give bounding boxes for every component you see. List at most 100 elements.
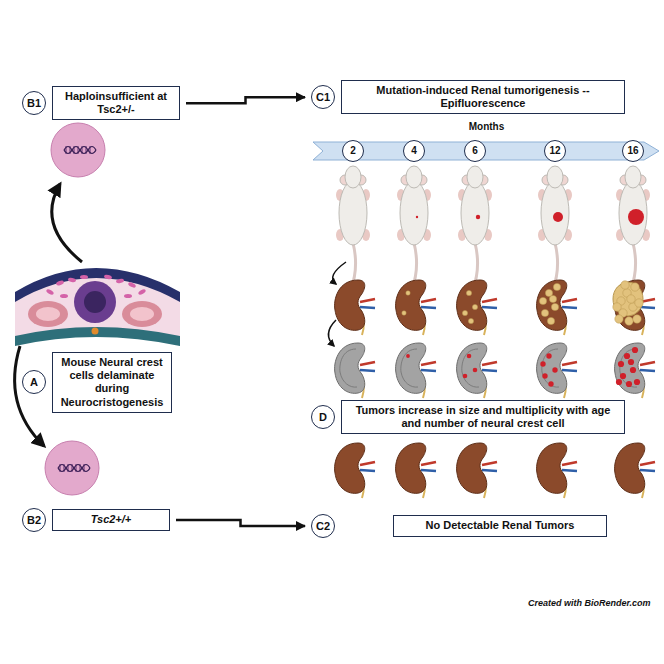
renal-tumor [627, 295, 635, 303]
time-point: 12 [544, 140, 566, 162]
renal-tumor [549, 295, 556, 302]
artery [562, 462, 577, 465]
kidney-outline [615, 343, 645, 393]
mouse-tumor [476, 215, 480, 219]
renal-tumor [402, 311, 406, 315]
artery [640, 462, 655, 465]
step-letter: A [22, 370, 46, 394]
renal-tumor [631, 283, 639, 291]
somite-core [130, 307, 154, 321]
neural-crest-cell [68, 277, 77, 282]
vein [360, 370, 375, 371]
kidney [335, 343, 375, 398]
artery [482, 462, 497, 465]
renal-tumor [472, 304, 477, 309]
dna-strand [58, 465, 90, 472]
neural-tube [74, 281, 116, 323]
step-box: Tsc2+/+ [52, 509, 170, 530]
fluorescent-tumor [620, 373, 626, 379]
kidney [396, 443, 436, 498]
renal-tumor [625, 317, 633, 325]
kidney-outline [537, 280, 567, 330]
mouse-head [467, 166, 483, 188]
fluorescent-tumor [618, 361, 624, 367]
neural-crest-cell [124, 294, 132, 298]
kidney [537, 280, 577, 335]
kidney [457, 443, 497, 498]
mouse [458, 166, 492, 289]
renal-tumor [539, 297, 546, 304]
vein [562, 307, 577, 308]
month-number: 16 [627, 145, 638, 156]
flow-arrow [176, 520, 305, 526]
fluorescent-tumor [463, 374, 468, 379]
fluorescent-tumor [626, 381, 632, 387]
artery [562, 362, 577, 365]
mesoderm-band [15, 327, 180, 346]
kidney-cortex [462, 349, 479, 387]
cell [51, 123, 105, 177]
cell-body [51, 123, 105, 177]
vein [421, 470, 436, 471]
kidney-cortex [340, 349, 357, 387]
kidney-outline [335, 443, 365, 493]
fluorescent-tumor [548, 381, 553, 386]
cell-body [45, 441, 99, 495]
time-point: 2 [342, 140, 364, 162]
step-box: Tumors increase in size and multiplicity… [341, 400, 625, 434]
vein [421, 370, 436, 371]
renal-tumor [547, 317, 554, 324]
timeline-arrow-shape [313, 142, 659, 160]
kidney-outline [457, 280, 487, 330]
time-point: 6 [464, 140, 486, 162]
artery [360, 362, 375, 365]
vein [482, 307, 497, 308]
curved-arrow [15, 346, 44, 446]
vein [562, 470, 577, 471]
fluorescent-tumor [634, 379, 640, 385]
artery [482, 362, 497, 365]
dna-strand [64, 147, 96, 154]
fluorescent-tumor [630, 367, 636, 373]
kidney-outline [537, 343, 567, 393]
vein [640, 470, 655, 471]
somite-core [36, 307, 60, 321]
renal-tumor [406, 291, 410, 295]
mouse-tumor [416, 216, 418, 218]
notochord [92, 328, 99, 335]
mouse-body [400, 181, 428, 245]
step-letter: B2 [22, 508, 46, 532]
vein [562, 370, 577, 371]
neural-crest-section [15, 268, 180, 346]
fluorescent-tumor [624, 353, 630, 359]
kidney-outline [396, 343, 426, 393]
kidney-outline [457, 443, 487, 493]
mouse-tumor [628, 209, 644, 225]
kidney [457, 280, 497, 335]
fluorescent-tumor [406, 354, 410, 358]
kidney [396, 343, 436, 398]
kidney [335, 443, 375, 498]
mouse [616, 166, 650, 289]
artery [360, 462, 375, 465]
step-node: C2No Detectable Renal Tumors [311, 514, 607, 538]
step-letter: C1 [311, 85, 335, 109]
step-node: AMouse Neural crest cells delaminate dur… [22, 352, 172, 413]
fluorescent-tumor [546, 353, 551, 358]
curved-arrow [333, 262, 346, 284]
artery [421, 462, 436, 465]
kidney [537, 443, 577, 498]
step-box: Mouse Neural crest cells delaminate duri… [52, 352, 172, 413]
kidney [537, 343, 577, 398]
kidney-cortex [542, 349, 559, 387]
kidney-outline [457, 343, 487, 393]
mouse-head [345, 166, 361, 188]
renal-tumor [633, 315, 641, 323]
renal-tumor [462, 310, 467, 315]
kidney [615, 343, 655, 398]
somite [28, 301, 68, 327]
vein [360, 307, 375, 308]
renal-tumor [466, 290, 471, 295]
neural-crest-cell [104, 274, 113, 280]
kidney-outline [335, 280, 365, 330]
